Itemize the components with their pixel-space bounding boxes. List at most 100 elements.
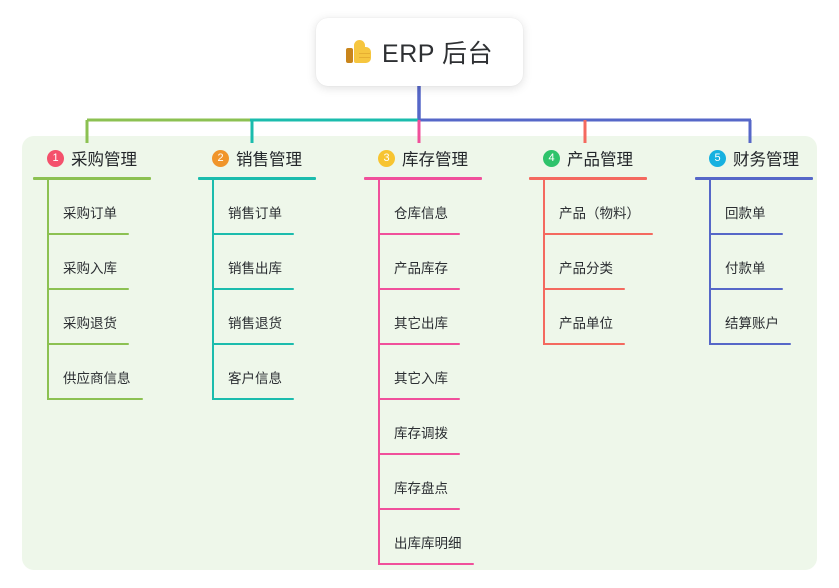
branches-panel bbox=[22, 136, 817, 570]
branch-item-underline bbox=[543, 287, 625, 290]
branch-item-underline bbox=[378, 342, 460, 345]
branch-column-1: 1 采购管理采购订单采购入库采购退货供应商信息 bbox=[33, 146, 151, 400]
branch-number-badge: 2 bbox=[212, 149, 229, 167]
branch-item[interactable]: 产品单位 bbox=[529, 290, 647, 345]
branch-underline bbox=[364, 177, 482, 180]
branch-item-underline bbox=[543, 342, 625, 345]
branch-item-underline bbox=[47, 397, 143, 400]
branch-spine bbox=[709, 179, 711, 345]
branch-item-underline bbox=[212, 232, 294, 235]
branch-number-badge: 1 bbox=[47, 149, 64, 167]
branch-column-3: 3 库存管理仓库信息产品库存其它出库其它入库库存调拨库存盘点出库库明细 bbox=[364, 146, 482, 565]
branch-item[interactable]: 出库库明细 bbox=[364, 510, 482, 565]
branch-number-badge: 4 bbox=[543, 149, 560, 167]
branch-item-underline bbox=[47, 287, 129, 290]
branch-item-underline bbox=[212, 287, 294, 290]
branch-spine bbox=[378, 179, 380, 565]
branch-item-label: 产品（物料） bbox=[559, 205, 640, 221]
branch-item[interactable]: 销售出库 bbox=[198, 235, 316, 290]
branch-header[interactable]: 5 财务管理 bbox=[695, 146, 813, 170]
branch-item-underline bbox=[378, 507, 460, 510]
branch-item-label: 仓库信息 bbox=[394, 205, 448, 221]
branch-item-label: 库存盘点 bbox=[394, 480, 448, 496]
branch-item-underline bbox=[47, 342, 129, 345]
branch-item[interactable]: 销售退货 bbox=[198, 290, 316, 345]
branch-item-label: 供应商信息 bbox=[63, 370, 131, 386]
branch-item-label: 采购入库 bbox=[63, 260, 117, 276]
branch-spine bbox=[212, 179, 214, 400]
branch-title: 库存管理 bbox=[402, 151, 468, 169]
branch-item-label: 产品单位 bbox=[559, 315, 613, 331]
branch-underline bbox=[529, 177, 647, 180]
branch-item[interactable]: 仓库信息 bbox=[364, 180, 482, 235]
branch-item[interactable]: 客户信息 bbox=[198, 345, 316, 400]
branch-number-badge: 5 bbox=[709, 149, 726, 167]
branch-item[interactable]: 供应商信息 bbox=[33, 345, 151, 400]
branch-underline bbox=[198, 177, 316, 180]
branch-item-underline bbox=[378, 452, 460, 455]
branch-items: 仓库信息产品库存其它出库其它入库库存调拨库存盘点出库库明细 bbox=[364, 179, 482, 565]
branch-item[interactable]: 采购入库 bbox=[33, 235, 151, 290]
branch-item-underline bbox=[709, 342, 791, 345]
root-node-card[interactable]: ERP 后台 bbox=[316, 18, 523, 86]
branch-item-underline bbox=[543, 232, 653, 235]
branch-item[interactable]: 采购订单 bbox=[33, 180, 151, 235]
branch-number-badge: 3 bbox=[378, 149, 395, 167]
branch-item-underline bbox=[378, 397, 460, 400]
branch-item[interactable]: 产品分类 bbox=[529, 235, 647, 290]
branch-item[interactable]: 付款单 bbox=[695, 235, 813, 290]
branch-item-label: 回款单 bbox=[725, 205, 766, 221]
branch-header[interactable]: 1 采购管理 bbox=[33, 146, 151, 170]
branch-item-label: 采购订单 bbox=[63, 205, 117, 221]
branch-item-label: 结算账户 bbox=[725, 315, 779, 331]
branch-items: 销售订单销售出库销售退货客户信息 bbox=[198, 179, 316, 400]
branch-item[interactable]: 产品库存 bbox=[364, 235, 482, 290]
branch-item-label: 其它出库 bbox=[394, 315, 448, 331]
thumbs-up-icon bbox=[346, 40, 372, 64]
branch-item[interactable]: 产品（物料） bbox=[529, 180, 653, 235]
branch-header[interactable]: 3 库存管理 bbox=[364, 146, 482, 170]
branch-item-label: 销售订单 bbox=[228, 205, 282, 221]
branch-item-label: 客户信息 bbox=[228, 370, 282, 386]
branch-title: 财务管理 bbox=[733, 151, 799, 169]
branch-item[interactable]: 其它入库 bbox=[364, 345, 482, 400]
branch-item-label: 出库库明细 bbox=[394, 535, 462, 551]
branch-item[interactable]: 结算账户 bbox=[695, 290, 813, 345]
branch-item-label: 库存调拨 bbox=[394, 425, 448, 441]
branch-header[interactable]: 2 销售管理 bbox=[198, 146, 316, 170]
branch-item-label: 产品库存 bbox=[394, 260, 448, 276]
branch-item[interactable]: 库存调拨 bbox=[364, 400, 482, 455]
branch-item-underline bbox=[378, 232, 460, 235]
branch-item-underline bbox=[709, 232, 783, 235]
branch-item-label: 销售出库 bbox=[228, 260, 282, 276]
branch-title: 销售管理 bbox=[236, 151, 302, 169]
branch-column-5: 5 财务管理回款单付款单结算账户 bbox=[695, 146, 813, 345]
branch-item-label: 其它入库 bbox=[394, 370, 448, 386]
branch-item-underline bbox=[378, 287, 460, 290]
branch-title: 采购管理 bbox=[71, 151, 137, 169]
branch-item-underline bbox=[378, 562, 474, 565]
branch-underline bbox=[33, 177, 151, 180]
branch-column-2: 2 销售管理销售订单销售出库销售退货客户信息 bbox=[198, 146, 316, 400]
branch-items: 产品（物料） 产品分类产品单位 bbox=[529, 179, 653, 345]
branch-item-underline bbox=[709, 287, 783, 290]
branch-item-label: 产品分类 bbox=[559, 260, 613, 276]
branch-item-label: 销售退货 bbox=[228, 315, 282, 331]
branch-spine bbox=[47, 179, 49, 400]
branch-item-underline bbox=[212, 342, 294, 345]
root-node-title: ERP 后台 bbox=[382, 40, 493, 68]
branch-item[interactable]: 采购退货 bbox=[33, 290, 151, 345]
branch-item[interactable]: 其它出库 bbox=[364, 290, 482, 345]
branch-item-label: 付款单 bbox=[725, 260, 766, 276]
branch-items: 采购订单采购入库采购退货供应商信息 bbox=[33, 179, 151, 400]
branch-item-underline bbox=[47, 232, 129, 235]
branch-item[interactable]: 库存盘点 bbox=[364, 455, 482, 510]
branch-item[interactable]: 销售订单 bbox=[198, 180, 316, 235]
branch-item[interactable]: 回款单 bbox=[695, 180, 813, 235]
branch-spine bbox=[543, 179, 545, 345]
branch-items: 回款单付款单结算账户 bbox=[695, 179, 813, 345]
branch-underline bbox=[695, 177, 813, 180]
